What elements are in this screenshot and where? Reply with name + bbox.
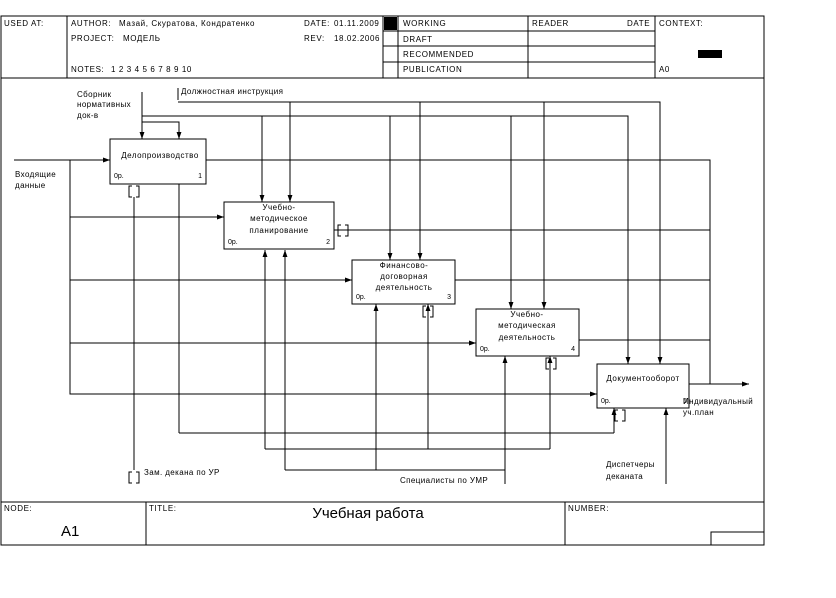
arrow-labels: Сборник нормативных док-в Должностная ин… [15,87,753,485]
tunnel-brackets [128,185,626,484]
box-4-number: 4 [571,346,575,353]
label-incoming-line-1: Входящие [15,170,56,179]
status-working: WORKING [403,19,446,28]
reader-label: READER [532,19,569,28]
label-job-instruction: Должностная инструкция [181,87,283,96]
working-status-marker [384,17,397,30]
label-deputy-dean: Зам. декана по УР [144,468,220,477]
box-3-number: 3 [447,294,451,301]
title-label: TITLE: [149,504,177,513]
box-4-title-line-3: деятельность [499,333,556,342]
activity-box-2[interactable]: Учебно- методическое планирование 0р. 2 [223,201,335,250]
box-1-cost: 0р. [114,173,124,180]
box-1-title: Делопроизводство [121,151,199,160]
box-2-title-line-3: планирование [249,226,308,235]
box-4-cost: 0р. [480,346,490,353]
rev-label: REV: [304,34,325,43]
box-5-cost: 0р. [601,398,611,405]
box-5-title: Документооборот [606,374,679,383]
input-arrow-incoming-data[interactable] [14,157,597,397]
context-node: A0 [659,65,670,74]
label-output-line-2: уч.план [683,408,714,417]
label-umr-specialists: Специалисты по УМР [400,476,488,485]
label-norms-line-3: док-в [77,111,99,120]
label-norms-line-1: Сборник [77,90,112,99]
box-3-title-line-3: деятельность [376,283,433,292]
box-2-number: 2 [326,239,330,246]
project-value: МОДЕЛЬ [123,34,161,43]
box-2-cost: 0р. [228,239,238,246]
context-label: CONTEXT: [659,19,703,28]
box-3-title-line-2: договорная [380,272,428,281]
box-1-number: 1 [198,173,202,180]
diagram-title: Учебная работа [312,505,424,522]
label-dispatchers-line-2: деканата [606,472,643,481]
activity-box-4[interactable]: Учебно- методическая деятельность 0р. 4 [475,308,580,357]
activity-box-3[interactable]: Финансово- договорная деятельность 0р. 3 [351,259,456,305]
status-publication: PUBLICATION [403,65,462,74]
control-arrow-job-instruction[interactable] [177,88,663,364]
node-value: A1 [61,523,79,540]
control-arrow-norms[interactable] [139,92,631,364]
project-label: PROJECT: [71,34,114,43]
date-value: 01.11.2009 [334,19,379,28]
box-2-title-line-1: Учебно- [262,203,295,212]
reader-date-label: DATE [627,19,650,28]
node-label: NODE: [4,504,32,513]
author-label: AUTHOR: [71,19,111,28]
box-3-title-line-1: Финансово- [380,261,429,270]
footer-block: NODE: A1 TITLE: Учебная работа NUMBER: [4,502,764,545]
author-value: Мазай, Скуратова, Кондратенко [119,19,255,28]
mechanism-arrows[interactable] [133,166,669,484]
header-block: USED AT: AUTHOR: Мазай, Скуратова, Кондр… [4,16,722,78]
arrows [14,88,749,484]
box-4-title-line-1: Учебно- [510,310,543,319]
output-arrows[interactable] [206,159,749,387]
box-2-title-line-2: методическое [250,214,308,223]
label-dispatchers-line-1: Диспетчеры [606,460,655,469]
notes-label: NOTES: [71,65,104,74]
box-3-cost: 0р. [356,294,366,301]
rev-value: 18.02.2006 [334,34,380,43]
box-5-number: 5 [683,398,687,405]
status-recommended: RECOMMENDED [403,50,474,59]
label-incoming-line-2: данные [15,181,46,190]
activity-box-1[interactable]: Делопроизводство 0р. 1 [109,138,207,185]
label-norms-line-2: нормативных [77,100,131,109]
number-label: NUMBER: [568,504,609,513]
context-box-icon [698,50,722,58]
notes-value: 1 2 3 4 5 6 7 8 9 10 [111,65,192,74]
date-label: DATE: [304,19,330,28]
label-output-line-1: Индивидуальный [683,397,753,406]
status-draft: DRAFT [403,35,433,44]
activity-box-5[interactable]: Документооборот 0р. 5 [596,363,690,409]
box-4-title-line-2: методическая [498,321,556,330]
used-at-label: USED AT: [4,19,44,28]
